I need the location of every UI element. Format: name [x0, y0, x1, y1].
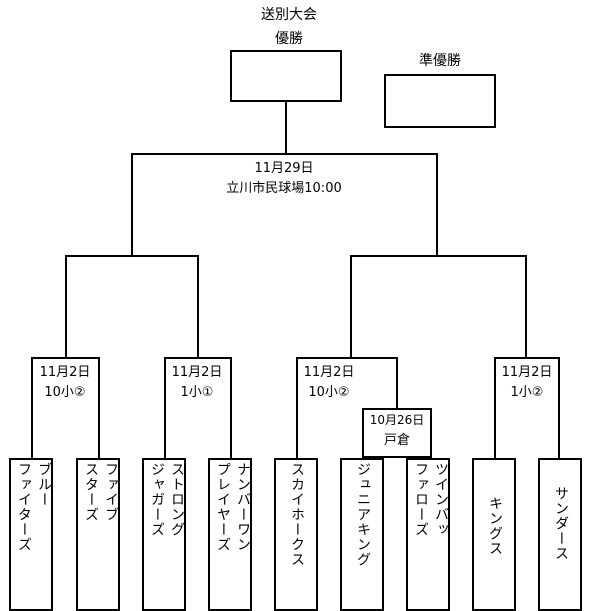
semi2-venue: 1小① [180, 385, 214, 400]
team-name-line2: ファローズ [413, 462, 429, 537]
bracket-line [285, 102, 287, 154]
bracket-line [197, 255, 199, 358]
bracket-line [65, 255, 67, 358]
semi1-venue: 10小② [44, 385, 86, 400]
team-name-line1: スカイホークス [289, 462, 305, 567]
team-name-line1: ナンバーワン [235, 462, 251, 552]
bracket-line [558, 357, 560, 459]
bracket-line [525, 255, 527, 358]
bracket-line [296, 357, 298, 459]
bracket-line [396, 357, 398, 409]
runnerup-label: 準優勝 [419, 53, 461, 69]
team-name-line2: ジャガーズ [149, 462, 165, 537]
team-name-line1: ファイブ [103, 462, 119, 522]
bracket-line [65, 255, 198, 257]
runnerup-box [384, 74, 496, 128]
bracket-line [494, 357, 559, 359]
team-box-twin-buffaloes: ツインバッ ファローズ [406, 458, 450, 611]
team-name-line1: ツインバッ [433, 462, 449, 537]
semi3-date: 11月2日 [303, 365, 355, 380]
bracket-line [296, 357, 397, 359]
bracket-line [131, 153, 437, 155]
team-box-junior-kings: ジュニアキング [340, 458, 384, 611]
final-venue: 立川市民球場10:00 [226, 181, 342, 196]
semi1-date: 11月2日 [39, 365, 91, 380]
first-round-venue: 戸倉 [383, 433, 410, 448]
bracket-line [494, 357, 496, 459]
team-name-line1: サンダース [553, 486, 569, 561]
semi2-date: 11月2日 [171, 365, 223, 380]
first-round-date: 10月26日 [369, 413, 425, 427]
bracket-line [98, 357, 100, 459]
final-date: 11月29日 [254, 161, 314, 176]
team-box-number-one-players: ナンバーワン プレイヤーズ [208, 458, 252, 611]
champion-box [230, 50, 342, 102]
bracket-line [131, 153, 133, 256]
bracket-line [164, 357, 231, 359]
tournament-title: 送別大会 [261, 7, 317, 23]
team-box-kings: キングス [472, 458, 516, 611]
team-box-blue-fighters: ブルー ファイターズ [9, 458, 53, 611]
team-name-line1: キングス [487, 496, 503, 556]
semi3-venue: 10小② [308, 385, 350, 400]
bracket-line [230, 357, 232, 459]
bracket-line [164, 357, 166, 459]
team-box-sky-hawks: スカイホークス [274, 458, 318, 611]
team-name-line2: ファイターズ [16, 462, 32, 552]
team-name-line2: スターズ [83, 462, 99, 522]
semi4-venue: 1小② [510, 385, 544, 400]
bracket-line [436, 153, 438, 256]
team-name-line1: ブルー [36, 462, 52, 507]
team-box-five-stars: ファイブ スターズ [76, 458, 120, 611]
first-round-box [362, 408, 432, 458]
team-name-line1: ストロング [169, 462, 185, 537]
champion-label: 優勝 [275, 31, 303, 47]
bracket-line [350, 255, 352, 358]
bracket-line [31, 357, 99, 359]
bracket-line [31, 357, 33, 459]
semi4-date: 11月2日 [501, 365, 553, 380]
team-name-line2: プレイヤーズ [215, 462, 231, 552]
team-box-strong-jaguars: ストロング ジャガーズ [142, 458, 186, 611]
team-name-line1: ジュニアキング [355, 462, 371, 567]
team-box-thunders: サンダース [538, 458, 582, 611]
bracket-line [350, 255, 526, 257]
